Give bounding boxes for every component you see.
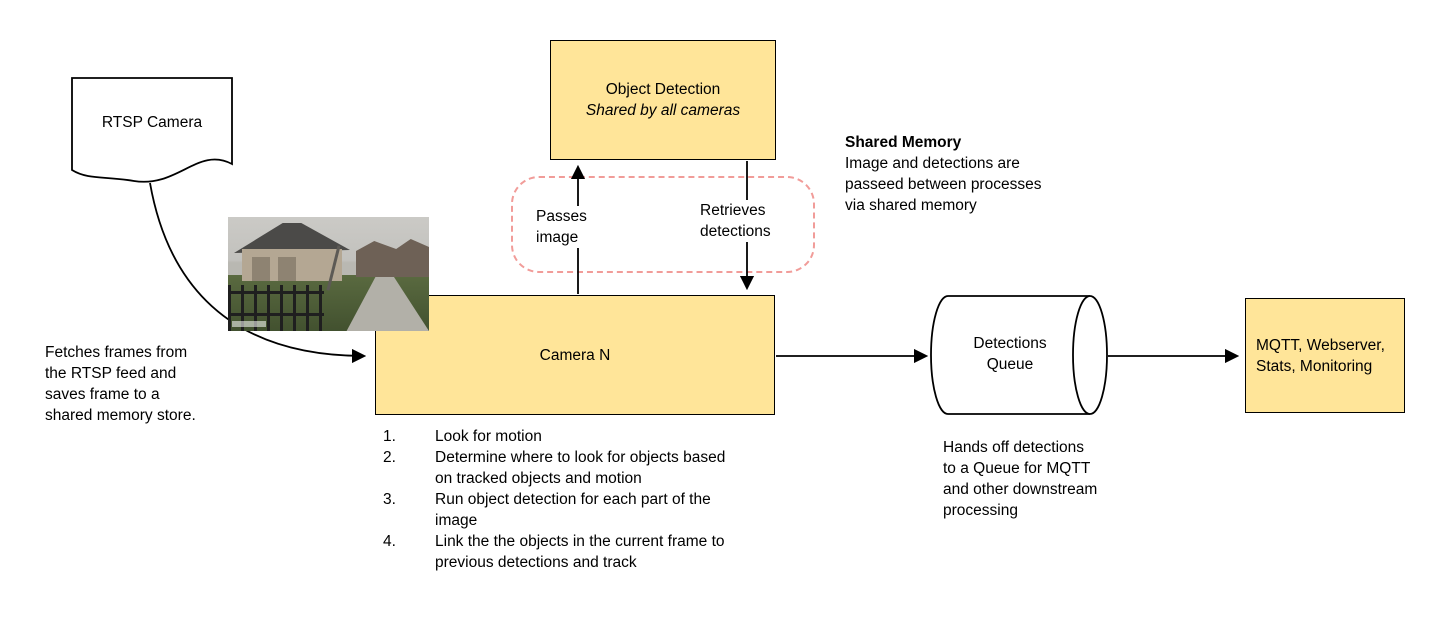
fetch-note: Fetches frames from the RTSP feed and sa… [45,344,196,424]
step-text: Link the the objects in the current fram… [435,533,725,571]
snapshot-fence-rail [228,291,324,294]
queue-note: Hands off detections to a Queue for MQTT… [943,439,1098,519]
list-item: 1. Look for motion [383,426,743,447]
node-mqtt-webserver: MQTT, Webserver, Stats, Monitoring [1245,298,1405,413]
camera-steps-list: 1. Look for motion 2. Determine where to… [383,426,743,573]
list-item: 2. Determine where to look for objects b… [383,447,743,489]
mqtt-label: MQTT, Webserver, Stats, Monitoring [1256,336,1385,375]
retrieves-detections-label: Retrieves detections [700,200,780,242]
step-number: 1. [383,428,396,445]
node-object-detection: Object Detection Shared by all cameras [550,40,776,160]
list-item: 3. Run object detection for each part of… [383,489,743,531]
list-item: 4. Link the the objects in the current f… [383,531,743,573]
snapshot-watermark [232,321,266,327]
step-number: 4. [383,533,396,550]
queue-cylinder-right-cap [1072,295,1108,415]
step-text: Determine where to look for objects base… [435,449,726,487]
camera-n-label: Camera N [539,346,611,364]
shared-memory-body: Image and detections are passeed between… [845,155,1042,214]
snapshot-garage-door [252,257,270,281]
shared-memory-region [511,176,815,273]
step-number: 2. [383,449,396,466]
camera-snapshot-image [228,217,429,331]
step-text: Run object detection for each part of th… [435,491,711,529]
snapshot-fence-rail-2 [228,313,324,316]
step-number: 3. [383,491,396,508]
object-detection-title: Object Detection [605,81,721,98]
shared-memory-note: Shared Memory Image and detections are p… [845,132,1050,216]
detections-queue-label: Detections Queue [973,335,1047,373]
snapshot-garage-door-2 [278,257,296,281]
node-camera-n: Camera N [375,295,775,415]
passes-image-label: Passes image [536,206,596,248]
object-detection-subtitle: Shared by all cameras [585,102,741,119]
queue-cylinder-left-cap [930,295,949,415]
shared-memory-title: Shared Memory [845,134,962,151]
step-text: Look for motion [435,428,542,445]
rtsp-camera-label: RTSP Camera [101,114,203,131]
snapshot-background-houses [356,239,429,277]
